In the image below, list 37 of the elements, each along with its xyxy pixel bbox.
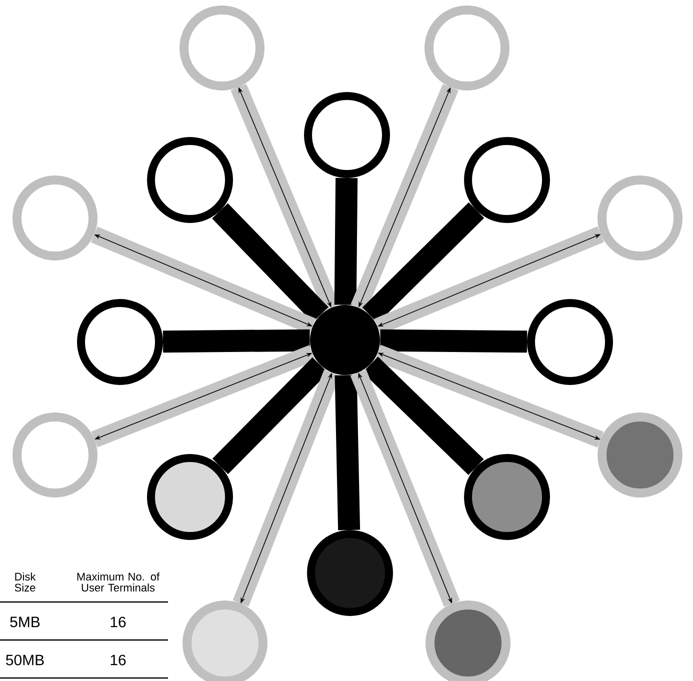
arrow bbox=[90, 226, 316, 334]
table-cell: 5MB bbox=[10, 616, 40, 628]
terminal-circle bbox=[304, 92, 390, 178]
terminal-circle bbox=[12, 176, 98, 260]
terminal-circle bbox=[598, 176, 682, 260]
spoke bbox=[362, 356, 484, 475]
terminal-circle bbox=[527, 299, 613, 385]
terminal-circle bbox=[307, 530, 393, 616]
terminal-circle bbox=[426, 600, 510, 681]
arrow bbox=[91, 345, 316, 448]
terminal-circle bbox=[598, 412, 682, 498]
table-cell: 50MB bbox=[6, 654, 44, 666]
spoke bbox=[212, 203, 328, 322]
table-cell: 16 bbox=[110, 654, 126, 666]
arrow bbox=[230, 84, 340, 311]
terminal-circle bbox=[182, 600, 268, 681]
terminal-circle bbox=[464, 137, 550, 223]
terminal-circle bbox=[147, 454, 233, 540]
table-header: Disk Size bbox=[14, 572, 36, 592]
spoke bbox=[162, 329, 310, 353]
arrow bbox=[374, 344, 604, 448]
terminal-circle bbox=[464, 454, 550, 540]
terminal-circle bbox=[424, 6, 510, 90]
arrow bbox=[350, 84, 458, 311]
table-header: Maximum No. of User Terminals bbox=[77, 572, 160, 592]
spoke bbox=[334, 178, 358, 305]
arrow bbox=[350, 369, 460, 607]
hub bbox=[310, 305, 380, 375]
table-cell: 16 bbox=[110, 616, 126, 628]
spoke bbox=[380, 329, 528, 353]
spoke bbox=[334, 374, 360, 530]
terminal-circle bbox=[77, 299, 163, 385]
arrow bbox=[374, 226, 604, 334]
arrow bbox=[232, 370, 340, 607]
terminal-circle bbox=[180, 6, 264, 90]
terminal-circle bbox=[147, 137, 233, 223]
terminal-circle bbox=[12, 412, 98, 498]
